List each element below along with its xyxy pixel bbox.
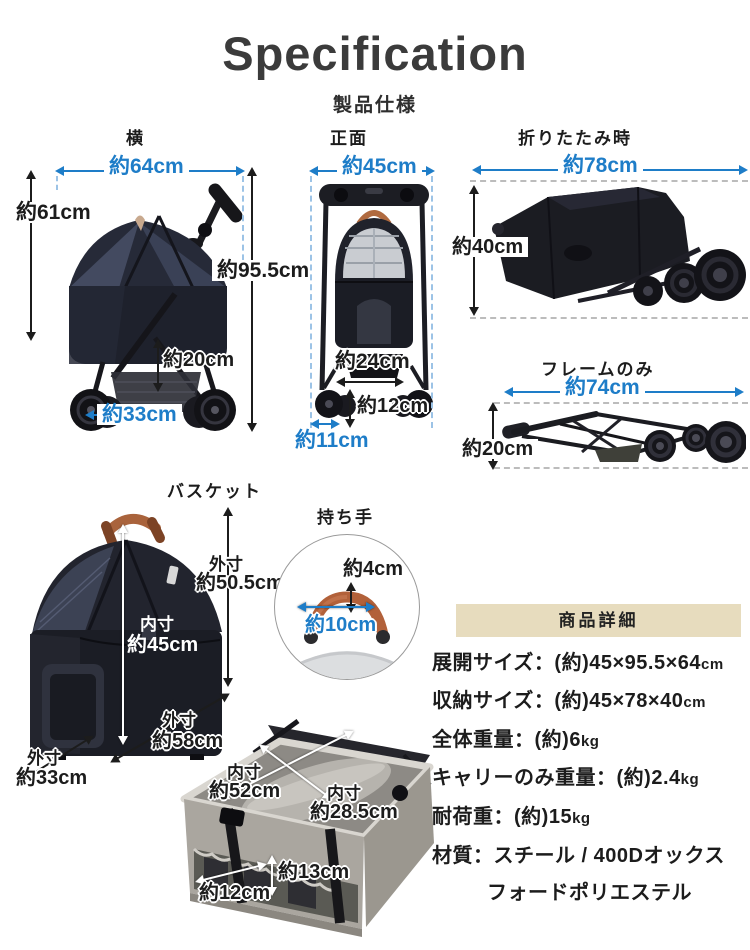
page-title: Specification	[222, 27, 528, 80]
detail-unit: cm	[683, 694, 707, 711]
details-heading: 商品詳細	[456, 604, 741, 637]
carry-inner-length-value: 約52cm	[209, 780, 281, 802]
basket-outer-depth-prefix: 外寸	[162, 711, 196, 730]
folded-width-value: 約78cm	[558, 155, 643, 176]
detail-value: (約)15	[514, 806, 573, 828]
detail-row-total-weight: 全体重量：(約)6kg	[432, 723, 599, 752]
detail-value: スチール / 400Dオックス	[493, 845, 725, 867]
frame-guide-top	[494, 402, 748, 404]
detail-unit: cm	[701, 656, 724, 673]
basket-outer-height-prefix: 外寸	[209, 555, 243, 574]
side-left-height-value: 約61cm	[11, 202, 96, 223]
detail-label: 展開サイズ：	[432, 652, 555, 674]
basket-outer-depth-value: 約58cm	[152, 730, 224, 752]
detail-unit: kg	[580, 733, 600, 750]
page-subtitle: 製品仕様	[332, 95, 417, 116]
front-wheel-height-arrow	[345, 389, 355, 428]
stroller-front-photo	[315, 184, 433, 418]
side-total-height-value: 約95.5cm	[212, 260, 315, 281]
front-wheel-span-arrow	[310, 419, 340, 429]
frame-width-value: 約74cm	[560, 377, 645, 398]
front-inner-width-arrow	[336, 377, 404, 387]
detail-value: (約)6	[534, 729, 581, 751]
basket-outer-height-value: 約50.5cm	[196, 572, 284, 594]
folded-view-label: 折りたたみ時	[518, 129, 632, 148]
detail-row-folded-size: 収納サイズ：(約)45×78×40cm	[432, 684, 706, 713]
detail-row-load-capacity: 耐荷重：(約)15kg	[432, 800, 591, 829]
detail-value: (約)45×78×40	[554, 690, 684, 712]
frame-view-label: フレームのみ	[541, 360, 655, 379]
folded-height-value: 約40cm	[447, 237, 529, 257]
detail-label: 材質：	[432, 845, 494, 867]
basket-inner-height-value: 約45cm	[127, 634, 199, 656]
basket-label: バスケット	[167, 482, 262, 501]
carry-inner-width-value: 約28.5cm	[310, 801, 398, 823]
carry-inner-length-prefix: 内寸	[227, 763, 261, 782]
detail-label: 収納サイズ：	[432, 690, 555, 712]
carry-pocket-width-value: 約12cm	[199, 882, 271, 904]
handle-height-arrow	[346, 582, 356, 613]
handle-label: 持ち手	[317, 508, 374, 527]
stroller-frame-photo	[502, 411, 746, 463]
detail-value: フォードポリエステル	[487, 882, 692, 904]
detail-value: (約)45×95.5×64	[554, 652, 702, 674]
handle-width-arrow	[297, 602, 375, 612]
front-width-value: 約45cm	[337, 156, 422, 177]
carry-cot-photo	[180, 718, 434, 937]
carry-inner-width-prefix: 内寸	[327, 784, 361, 803]
handle-height-value: 約4cm	[343, 558, 404, 580]
handle-width-value: 約10cm	[305, 614, 377, 636]
side-guide-right	[242, 176, 244, 280]
detail-row-material-2: フォードポリエステル	[487, 876, 692, 905]
carry-pocket-height-value: 約13cm	[278, 861, 350, 883]
detail-label: 耐荷重：	[432, 806, 514, 828]
detail-label: 全体重量：	[432, 729, 535, 751]
detail-unit: kg	[572, 810, 591, 827]
side-width-value: 約64cm	[104, 156, 189, 177]
frame-height-arrow	[488, 402, 498, 470]
side-total-height-arrow	[247, 167, 257, 432]
front-guide-right	[431, 176, 433, 428]
front-wheel-span-value: 約11cm	[295, 429, 369, 452]
stroller-folded-photo	[492, 186, 746, 306]
basket-outer-width-value: 約33cm	[16, 767, 88, 789]
front-wheel-height-value: 約12cm	[357, 395, 429, 417]
side-view-label: 横	[126, 129, 145, 148]
folded-guide-bottom	[470, 317, 748, 319]
folded-guide-top	[470, 180, 748, 182]
front-guide-left	[310, 176, 312, 428]
side-left-height-arrow	[26, 170, 36, 341]
front-inner-width-value: 約24cm	[335, 350, 410, 373]
basket-inner-height-prefix: 内寸	[140, 615, 174, 634]
detail-label: キャリーのみ重量：	[432, 767, 617, 789]
detail-row-open-size: 展開サイズ：(約)45×95.5×64cm	[432, 646, 724, 675]
frame-guide-bottom	[494, 467, 748, 469]
detail-value: (約)2.4	[616, 767, 681, 789]
frame-height-value: 約20cm	[457, 439, 539, 459]
detail-unit: kg	[680, 771, 700, 788]
side-basket-height-value: 約20cm	[163, 349, 235, 371]
basket-outer-height-arrow	[223, 507, 233, 687]
front-view-label: 正面	[330, 129, 368, 148]
side-wheelbase-value: 約33cm	[97, 404, 182, 425]
detail-row-carrier-weight: キャリーのみ重量：(約)2.4kg	[432, 761, 699, 790]
basket-outer-width-prefix: 外寸	[27, 749, 61, 768]
carry-pocket-height-arrow	[267, 855, 277, 896]
side-guide-left	[56, 176, 58, 190]
basket-inner-height-arrow	[118, 524, 128, 745]
detail-row-material-1: 材質：スチール / 400Dオックス	[432, 839, 725, 868]
side-basket-height-arrow	[153, 339, 163, 392]
